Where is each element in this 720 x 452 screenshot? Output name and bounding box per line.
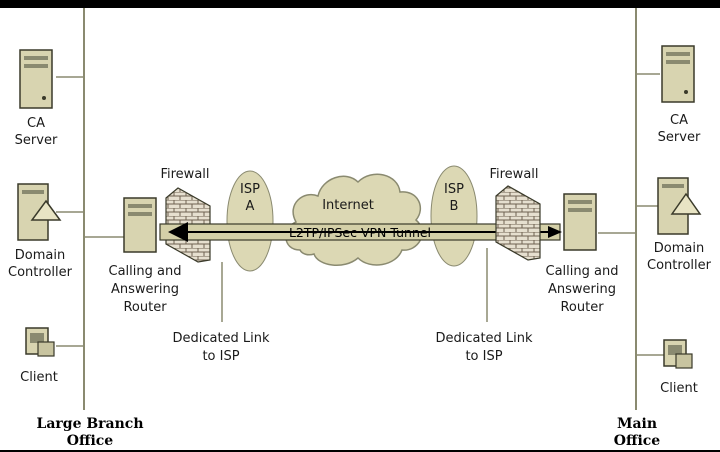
right-ca-server-label-2: Server (658, 130, 701, 145)
left-domain-controller-label-2: Controller (8, 265, 73, 280)
isp-a-ellipse[interactable] (226, 170, 274, 272)
right-router-label-1: Calling and (546, 264, 619, 279)
right-client-label: Client (660, 381, 698, 396)
left-router-label-2: Answering (111, 282, 179, 297)
right-domain-controller-label-1: Domain (654, 241, 704, 256)
left-ca-server-label-1: CA (27, 116, 45, 131)
right-firewall-icon[interactable] (495, 185, 541, 261)
left-ca-server-label-2: Server (15, 133, 58, 148)
isp-b-label-1: ISP (444, 182, 464, 197)
isp-b-label-2: B (450, 199, 459, 214)
left-router-icon[interactable] (123, 197, 157, 253)
right-firewall-label: Firewall (489, 167, 538, 182)
left-client-label: Client (20, 370, 58, 385)
right-client-icon[interactable] (663, 339, 693, 369)
left-domain-controller-icon[interactable] (17, 183, 62, 241)
left-client-icon[interactable] (25, 327, 55, 357)
left-router-label-3: Router (123, 300, 167, 315)
right-connectors (486, 73, 664, 356)
tunnel-label: L2TP/IPSec VPN Tunnel (289, 225, 431, 240)
isp-a-label-2: A (246, 199, 255, 214)
right-router-label-2: Answering (548, 282, 616, 297)
vpn-tunnel (159, 222, 562, 242)
tunnel-arrow-right (548, 226, 562, 238)
left-connectors (56, 76, 223, 347)
right-router-icon[interactable] (563, 193, 597, 251)
internet-label: Internet (322, 198, 374, 213)
left-link-label-1: Dedicated Link (172, 331, 270, 346)
left-domain-controller-label-1: Domain (15, 248, 65, 263)
left-office-name-1: Large Branch (36, 416, 143, 432)
left-router-label-1: Calling and (109, 264, 182, 279)
right-ca-server-icon[interactable] (661, 45, 695, 103)
isp-a-label-1: ISP (240, 182, 260, 197)
right-ca-server-label-1: CA (670, 113, 688, 128)
right-link-label-2: to ISP (465, 349, 502, 364)
left-link-label-2: to ISP (202, 349, 239, 364)
left-firewall-label: Firewall (160, 167, 209, 182)
left-ca-server-icon[interactable] (19, 49, 53, 109)
internet-cloud[interactable] (285, 173, 423, 266)
right-office-name-1: Main (617, 416, 657, 432)
right-domain-controller-label-2: Controller (647, 258, 712, 273)
right-office-name-2: Office (614, 433, 661, 449)
right-link-label-1: Dedicated Link (435, 331, 533, 346)
right-router-label-3: Router (560, 300, 604, 315)
left-office-name-2: Office (67, 433, 114, 449)
isp-b-ellipse[interactable] (430, 165, 478, 267)
right-domain-controller-icon[interactable] (657, 177, 702, 235)
